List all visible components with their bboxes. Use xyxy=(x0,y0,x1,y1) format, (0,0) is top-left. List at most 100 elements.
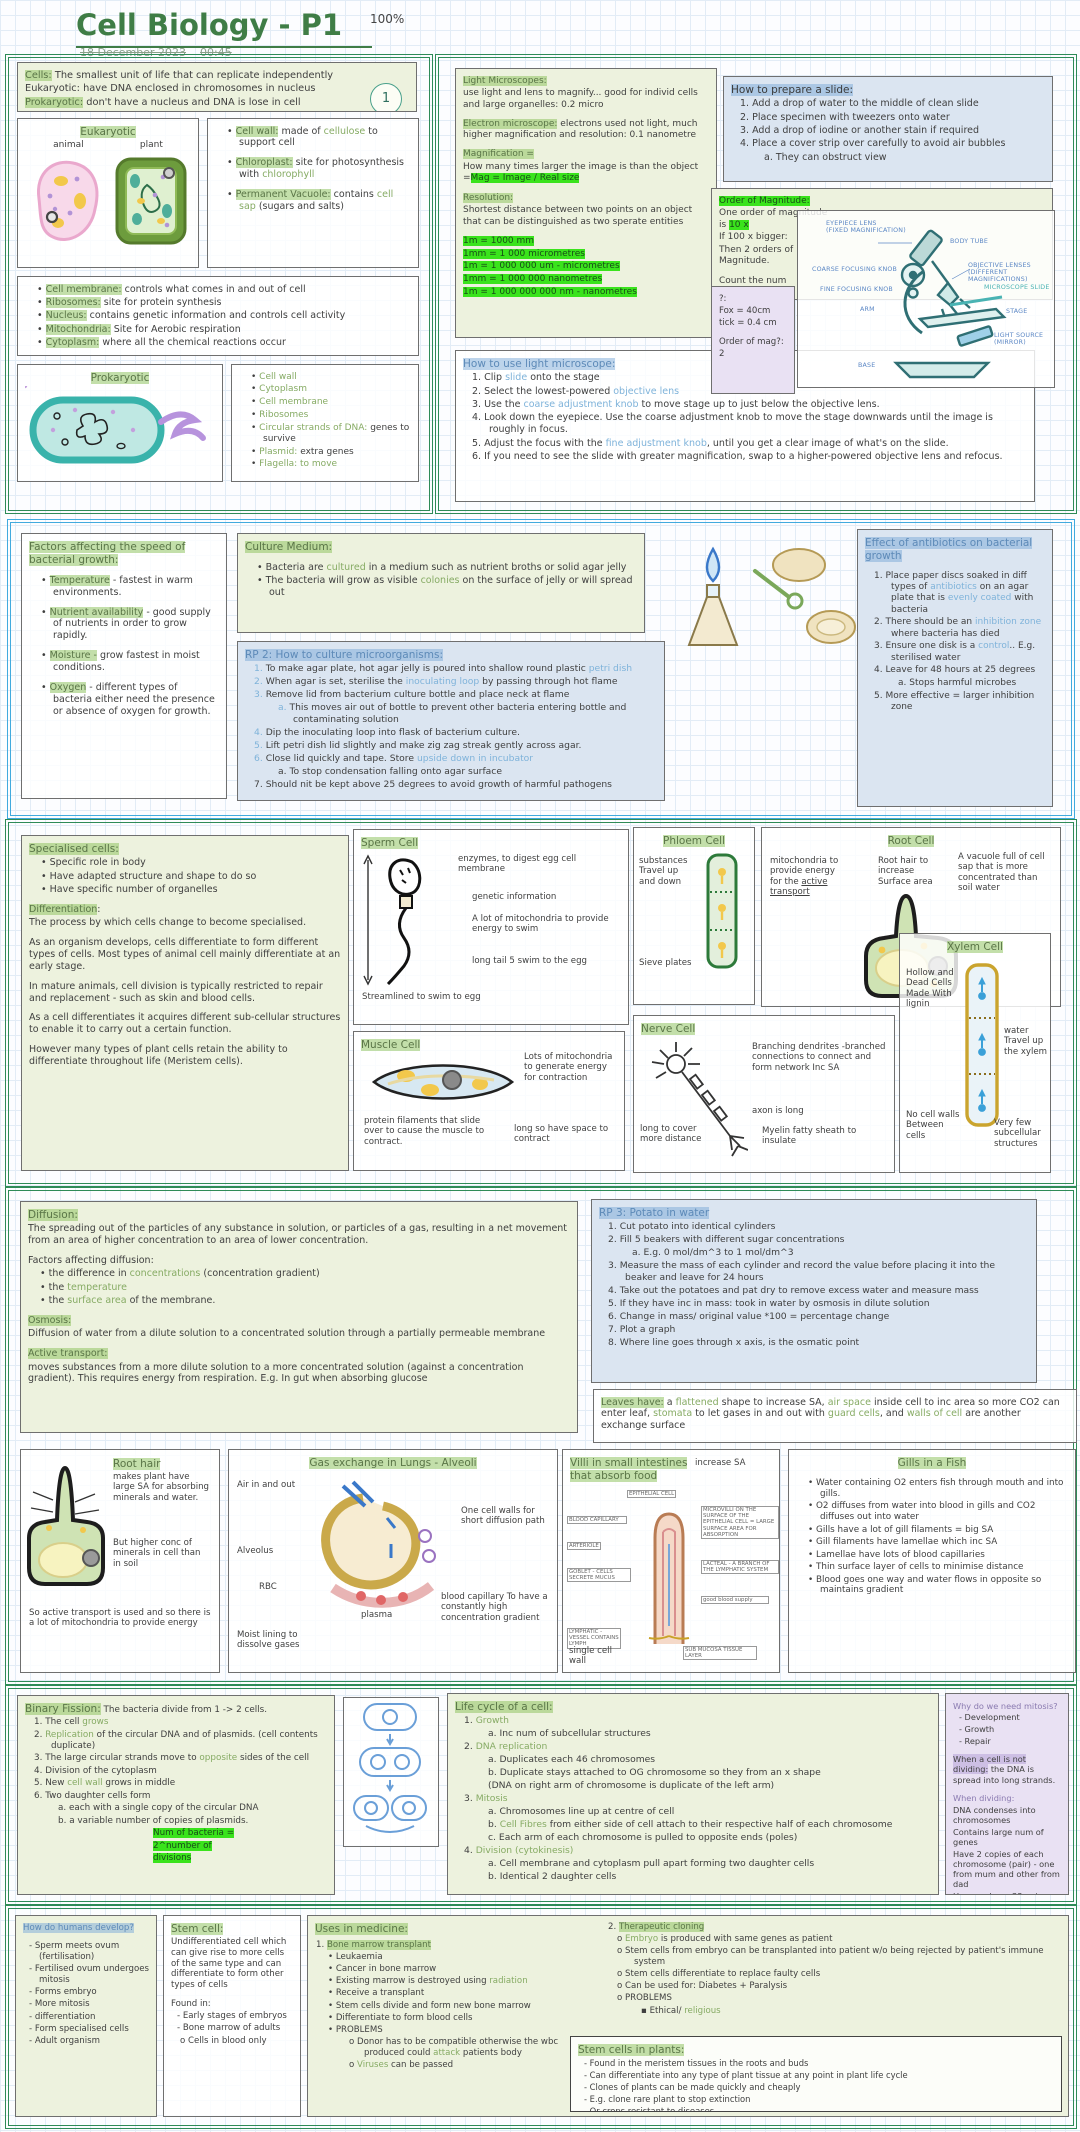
note-line: • the surface area of the membrane. xyxy=(40,1295,216,1306)
muscle-cell-heading: Muscle Cell xyxy=(361,1038,421,1051)
note-line: - Found in the meristem tissues in the r… xyxy=(584,2058,809,2069)
villi-box: Villi in small intestines that absorb fo… xyxy=(562,1449,780,1673)
microscope-diagram-box: EYEPIECE LENS(FIXED MAGNIFICATION) BODY … xyxy=(797,210,1055,388)
phloem-cell-heading: Phloem Cell xyxy=(663,834,725,847)
note-line: The process by which cells change to bec… xyxy=(29,917,307,929)
prokaryotic-box: Prokaryotic xyxy=(17,364,223,482)
note-line: Magnification = xyxy=(463,149,534,160)
plant-label: plant xyxy=(139,140,163,151)
note-line: Cells: The smallest unit of life that ca… xyxy=(25,69,334,81)
alveoli-label: Alveolus xyxy=(237,1546,274,1556)
stem-cell-heading: Stem cell: xyxy=(171,1922,224,1935)
note-line: • Ribosomes: site for protein synthesis xyxy=(37,296,222,308)
note-line: 6. Change in mass/ original value *100 =… xyxy=(608,1310,890,1322)
note-line: • Gill filaments have lamellae which inc… xyxy=(808,1537,998,1548)
bacterial-growth-factors-box: Factors affecting the speed of bacterial… xyxy=(21,533,227,799)
note-line: - Growth xyxy=(959,1724,995,1734)
alveoli-label: blood capillary To have a constantly hig… xyxy=(441,1592,548,1623)
note-line: o Stem cells differentiate to replace fa… xyxy=(617,1968,821,1979)
root-hair-annotation: makes plant have large SA for absorbing … xyxy=(113,1472,210,1503)
note-line: - Bone marrow of adults xyxy=(177,2023,281,2034)
animal-plant-cells-drawing xyxy=(37,157,187,245)
note-line: 8. Where line goes through x axis, is th… xyxy=(608,1336,860,1348)
note-line: b. a variable number of copies of plasmi… xyxy=(58,1815,249,1826)
note-line: 1. To make agar plate, hot agar jelly is… xyxy=(254,663,633,675)
slide-label: MICROSCOPE SLIDE xyxy=(984,284,1050,291)
plants-heading: Stem cells in plants: xyxy=(578,2043,685,2056)
sperm-annotation: enzymes, to digest egg cell membrane xyxy=(458,854,577,875)
note-line: 5. More effective = larger inhibition zo… xyxy=(874,690,1035,712)
rp3-heading: RP 3: Potato in water xyxy=(599,1206,710,1219)
note-line: o Embryo is produced with same genes as … xyxy=(617,1933,833,1944)
note-line: - Can differentiate into any type of pla… xyxy=(584,2070,908,2081)
note-line: DNA condenses into chromosomes xyxy=(953,1804,1036,1825)
note-line: 2. Fill 5 beakers with different sugar c… xyxy=(608,1234,845,1246)
note-line: 6. Two daughter cells form xyxy=(34,1790,151,1801)
note-line: Undifferentiated cell which can give ris… xyxy=(171,1937,287,1991)
alveoli-label: Moist lining to dissolve gases xyxy=(237,1630,300,1651)
phloem-cell-drawing xyxy=(706,853,738,969)
date: 18 December 2023 xyxy=(80,46,187,59)
section-transport: Diffusion: The spreading out of the part… xyxy=(5,1187,1077,1685)
note-line: ?: xyxy=(719,293,727,304)
section-cells-intro: Cells: The smallest unit of life that ca… xyxy=(5,54,433,514)
note-line: However many types of plant cells retain… xyxy=(29,1044,288,1067)
note-line: a. Duplicates each 46 chromosomes xyxy=(488,1754,656,1766)
coarse-knob-label: COARSE FOCUSING KNOB xyxy=(812,266,898,273)
note-line: • PROBLEMS xyxy=(328,2025,383,2036)
unit-conversion-line: 1m = 1000 mm xyxy=(463,235,535,246)
note-line: Eukaryotic: have DNA enclosed in chromos… xyxy=(25,83,316,95)
root-hair-annotation: But higher conc of minerals in cell than… xyxy=(113,1538,201,1569)
uses-heading: Uses in medicine: xyxy=(315,1922,408,1935)
nerve-cell-box: Nerve Cell Branching dendrites -branched… xyxy=(633,1015,895,1173)
sperm-annotation: Streamlined to swim to egg xyxy=(362,992,481,1002)
prepare-slide-heading: How to prepare a slide: xyxy=(731,83,854,96)
note-line: • Temperature - fastest in warm environm… xyxy=(41,574,193,598)
root-hair-drawing xyxy=(27,1465,105,1586)
note-line: 6. Close lid quickly and tape. Store ups… xyxy=(254,752,534,764)
section-microscopy: Light Microscopes: use light and lens to… xyxy=(435,54,1077,514)
note-line: b. Duplicate stays attached to OG chromo… xyxy=(488,1767,821,1779)
note-line: 7. Plot a graph xyxy=(608,1323,676,1335)
note-line: • Oxygen - different types of bacteria e… xyxy=(41,681,215,717)
villi-tiny-label: good blood supply xyxy=(701,1596,769,1605)
note-line: • Receive a transplant xyxy=(328,1988,425,1999)
sperm-annotation: genetic information xyxy=(472,892,557,902)
why-mitosis-heading: Why do we need mitosis? xyxy=(953,1700,1058,1711)
villi-annotation: increase SA xyxy=(695,1458,746,1468)
rp2-box: RP 2: How to culture microorganisms: 1. … xyxy=(237,641,665,801)
xylem-cell-heading: Xylem Cell xyxy=(947,940,1003,953)
note-line: 4. Division (cytokinesis) xyxy=(464,1845,574,1857)
note-line: 5. New cell wall grows in middle xyxy=(34,1778,176,1789)
unit-conversion-line: 1mm = 1 000 micrometres xyxy=(463,248,585,259)
note-line: • Water containing O2 enters fish throug… xyxy=(808,1477,1064,1499)
alveoli-label: plasma xyxy=(361,1610,393,1620)
note-line: • Cell membrane: controls what comes in … xyxy=(37,283,306,295)
note-line: As a cell differentiates it acquires dif… xyxy=(29,1012,341,1036)
xylem-cell-box: Xylem Cell Hollow and Dead Cells Made Wi… xyxy=(899,933,1051,1173)
stem-cell-box: Stem cell: Undifferentiated cell which c… xyxy=(163,1915,301,2117)
note-line: • Existing marrow is destroyed using rad… xyxy=(328,1976,528,1987)
note-line: 2. Select the lowest-powered objective l… xyxy=(472,385,680,397)
note-line: o Cells in blood only xyxy=(180,2035,267,2046)
diffusion-heading: Diffusion: xyxy=(28,1208,78,1221)
prokaryote-features-box: • Cell wall • Cytoplasm • Cell membrane … xyxy=(231,364,419,482)
human-development-box: How do humans develop? - Sperm meets ovu… xyxy=(15,1915,157,2117)
note-line: 3. Mitosis xyxy=(464,1793,508,1805)
note-line: • Lamellae have lots of blood capillarie… xyxy=(808,1549,985,1560)
alveoli-heading: Gas exchange in Lungs - Alveoli xyxy=(309,1456,477,1469)
time: 00:45 xyxy=(200,46,232,59)
note-line: - Early stages of embryos xyxy=(177,2011,287,2022)
note-line: Leaves have: a flattened shape to increa… xyxy=(601,1396,1060,1432)
note-line: moves substances from a more dilute solu… xyxy=(28,1361,524,1385)
note-line: a. each with a single copy of the circul… xyxy=(58,1803,259,1814)
note-line: 3. Remove lid from bacterium culture bot… xyxy=(254,689,570,701)
note-line: • Circular strands of DNA: genes to surv… xyxy=(251,422,410,444)
note-line: • O2 diffuses from water into blood in g… xyxy=(808,1501,1036,1523)
rp3-box: RP 3: Potato in water 1. Cut potato into… xyxy=(591,1199,1037,1383)
root-cell-heading: Root Cell xyxy=(887,834,935,847)
note-line: Electron microscope: electrons used not … xyxy=(463,118,698,140)
note-line: • Cell membrane xyxy=(251,397,329,407)
note-line: - Adult organism xyxy=(29,2036,100,2047)
root-hair-annotation: So active transport is used and so there… xyxy=(29,1608,211,1629)
